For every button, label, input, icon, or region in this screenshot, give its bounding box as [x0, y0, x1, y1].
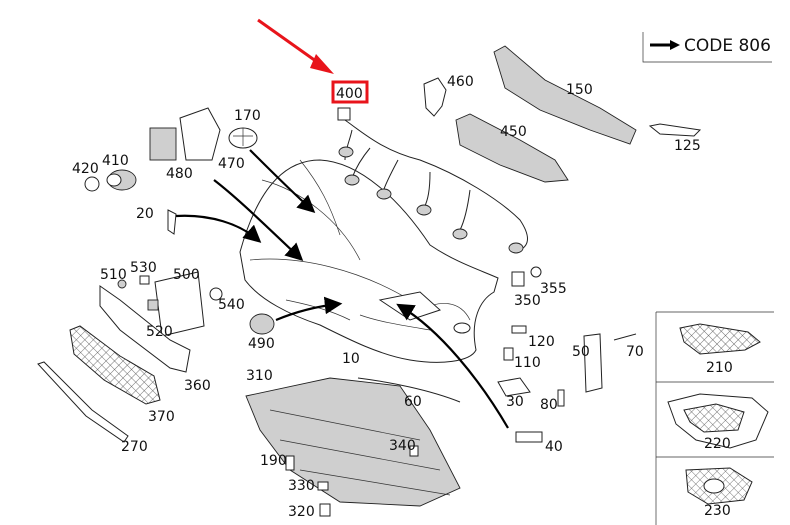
cover-30[interactable] — [497, 377, 531, 397]
callout-360[interactable]: 360 — [184, 378, 211, 394]
highlight-box — [331, 80, 369, 104]
underbody-panel-310[interactable] — [245, 377, 461, 507]
sensor-490[interactable] — [249, 313, 275, 335]
callout-10[interactable]: 10 — [342, 351, 360, 367]
clip-350[interactable] — [511, 271, 525, 287]
grommet-540[interactable] — [209, 287, 223, 301]
callout-450[interactable]: 450 — [500, 124, 527, 140]
callout-420[interactable]: 420 — [72, 161, 99, 177]
ring-420[interactable] — [84, 176, 100, 192]
callout-50[interactable]: 50 — [572, 344, 590, 360]
callout-520[interactable]: 520 — [146, 324, 173, 340]
callout-190[interactable]: 190 — [260, 453, 287, 469]
screw-320[interactable] — [319, 503, 331, 517]
callout-30[interactable]: 30 — [506, 394, 524, 410]
callout-20[interactable]: 20 — [136, 206, 154, 222]
callout-80[interactable]: 80 — [540, 397, 558, 413]
bracket-360[interactable] — [99, 285, 191, 373]
callout-labels: 460 150 450 125 170 470 480 410 420 20 5… — [72, 74, 733, 520]
bracket-460[interactable] — [423, 77, 447, 117]
callout-270[interactable]: 270 — [121, 439, 148, 455]
callout-350[interactable]: 350 — [514, 293, 541, 309]
grille-370[interactable] — [69, 325, 161, 405]
bracket-450[interactable] — [455, 113, 569, 183]
red-arrow-icon — [310, 54, 334, 74]
callout-125[interactable]: 125 — [674, 138, 701, 154]
clip-110[interactable] — [503, 347, 514, 361]
code-806-note: CODE 806 — [642, 32, 772, 63]
callout-310[interactable]: 310 — [246, 368, 273, 384]
bumper-cover-10[interactable] — [239, 159, 499, 363]
arrow-right-icon — [670, 40, 680, 50]
screw-70[interactable] — [613, 333, 637, 341]
clip-520[interactable] — [147, 299, 159, 311]
trim-270[interactable] — [37, 361, 129, 443]
clip-530[interactable] — [139, 275, 150, 285]
callout-370[interactable]: 370 — [148, 409, 175, 425]
clip-120[interactable] — [511, 325, 527, 334]
emblem-170[interactable] — [228, 127, 258, 149]
callout-470[interactable]: 470 — [218, 156, 245, 172]
callout-210[interactable]: 210 — [706, 360, 733, 376]
highlight-400: 400 — [257, 18, 369, 104]
plate-500[interactable] — [154, 271, 205, 337]
code-806-label: CODE 806 — [684, 36, 771, 56]
callout-60[interactable]: 60 — [404, 394, 422, 410]
clip-340[interactable] — [409, 445, 419, 457]
callout-340[interactable]: 340 — [389, 438, 416, 454]
clip-330[interactable] — [317, 481, 329, 491]
grille-insert-210[interactable] — [679, 323, 761, 355]
callout-480[interactable]: 480 — [166, 166, 193, 182]
callout-355[interactable]: 355 — [540, 281, 567, 297]
clip-40[interactable] — [515, 431, 543, 443]
callout-490[interactable]: 490 — [248, 336, 275, 352]
sensor-bracket-480[interactable] — [149, 107, 221, 161]
screw-190[interactable] — [285, 455, 295, 471]
screw-510[interactable] — [117, 279, 127, 289]
callout-120[interactable]: 120 — [528, 334, 555, 350]
callout-320[interactable]: 320 — [288, 504, 315, 520]
callout-400[interactable]: 400 — [336, 86, 363, 102]
callout-510[interactable]: 510 — [100, 267, 127, 283]
upper-trim-150[interactable] — [493, 45, 637, 145]
callout-410[interactable]: 410 — [102, 153, 129, 169]
callout-230[interactable]: 230 — [704, 503, 731, 519]
bracket-20[interactable] — [167, 209, 177, 235]
small-right-parts — [285, 266, 637, 517]
callout-70[interactable]: 70 — [626, 344, 644, 360]
small-parts — [117, 275, 223, 311]
wiring-harness-400[interactable] — [337, 107, 528, 254]
callout-220[interactable]: 220 — [704, 436, 731, 452]
variant-panel — [655, 311, 774, 525]
trim-strip-125[interactable] — [648, 123, 702, 137]
callout-40[interactable]: 40 — [545, 439, 563, 455]
sensor-410[interactable] — [106, 169, 137, 191]
screw-355[interactable] — [530, 266, 542, 278]
bracket-50[interactable] — [583, 333, 603, 393]
callout-500[interactable]: 500 — [173, 267, 200, 283]
callout-110[interactable]: 110 — [514, 355, 541, 371]
callout-150[interactable]: 150 — [566, 82, 593, 98]
callout-330[interactable]: 330 — [288, 478, 315, 494]
cable-60[interactable] — [357, 377, 461, 403]
screw-80[interactable] — [557, 389, 565, 407]
leader-lines — [175, 149, 509, 429]
callout-170[interactable]: 170 — [234, 108, 261, 124]
callout-460[interactable]: 460 — [447, 74, 474, 90]
callout-540[interactable]: 540 — [218, 297, 245, 313]
callout-530[interactable]: 530 — [130, 260, 157, 276]
